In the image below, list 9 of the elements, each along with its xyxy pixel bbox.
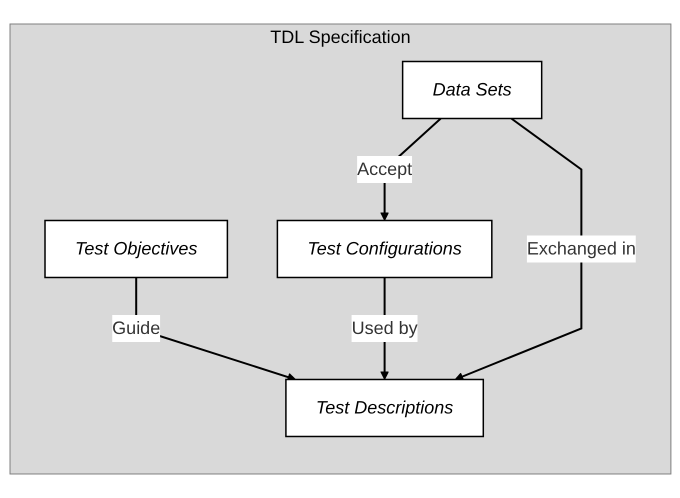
- edge-label: Accept: [356, 158, 412, 179]
- node-box: Test Descriptions: [284, 378, 484, 438]
- node-box: Test Objectives: [44, 220, 228, 278]
- node-box: Data Sets: [401, 60, 542, 120]
- node-box: Test Configurations: [276, 220, 492, 278]
- arrow: [454, 118, 582, 381]
- edge-label: Exchanged in: [526, 238, 636, 258]
- edge-label: Guide: [112, 318, 160, 338]
- edge-label: Used by: [351, 318, 418, 338]
